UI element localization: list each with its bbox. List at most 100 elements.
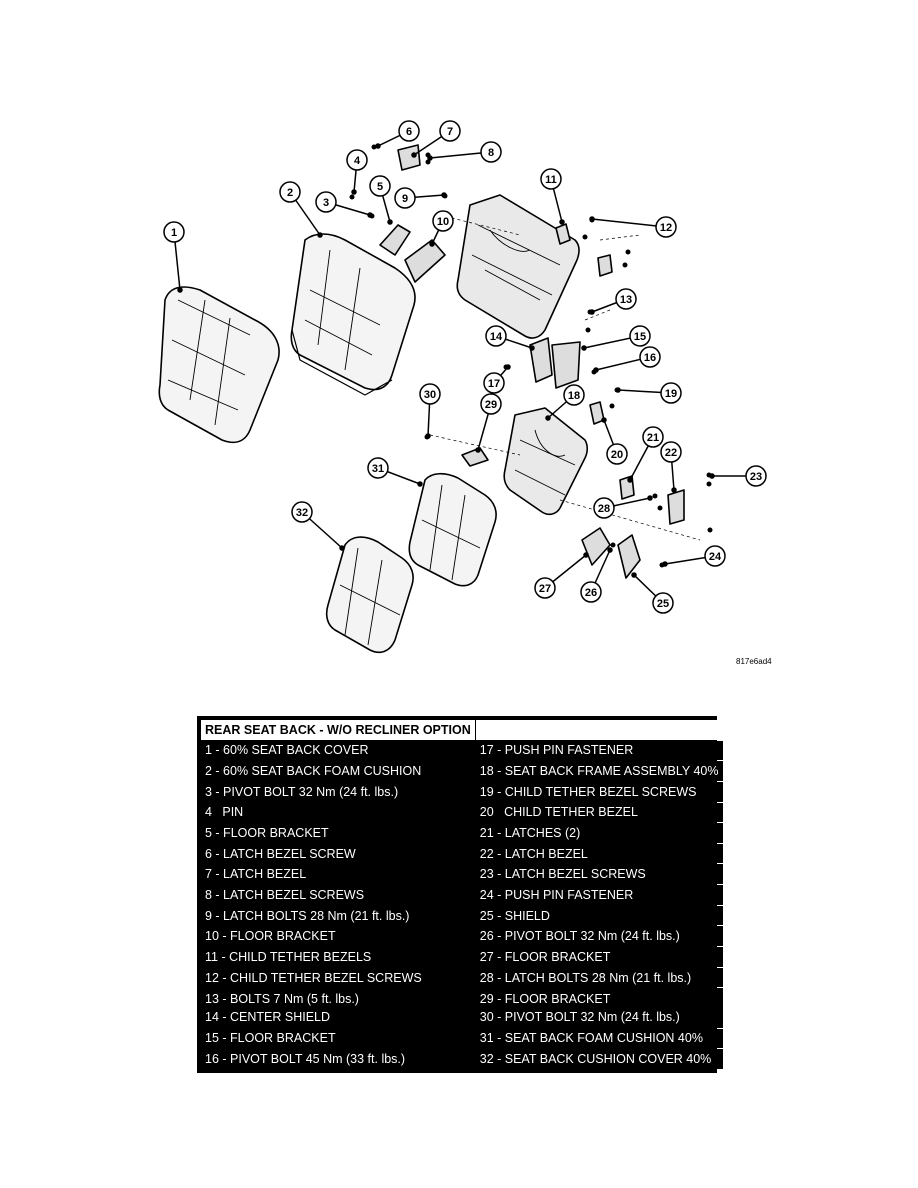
callout-arrowhead: [631, 572, 637, 578]
callout-bubble: [480, 141, 502, 163]
legend-item: 27 - FLOOR BRACKET: [479, 949, 611, 964]
callout-arrowhead: [441, 192, 447, 198]
callout-number: 9: [402, 193, 408, 205]
callout-arrowhead: [475, 447, 481, 453]
seat-back-cover-60: [158, 286, 280, 444]
callout-number: 24: [709, 551, 722, 563]
callout-number: 13: [620, 294, 632, 306]
callout-arrowhead: [429, 241, 435, 247]
callout-arrowhead: [662, 561, 668, 567]
callout-arrowhead: [387, 219, 393, 225]
legend-header-row: REAR SEAT BACK - W/O RECLINER OPTION: [201, 720, 723, 740]
legend-cell-left: 11 - CHILD TETHER BEZELS: [201, 947, 475, 967]
legend-item: 5 - FLOOR BRACKET: [205, 826, 329, 841]
legend-cell-right: 21 - LATCHES (2): [475, 823, 723, 843]
legend-row: 10 - FLOOR BRACKET 26 - PIVOT BOLT 32 Nm …: [201, 926, 723, 947]
legend-item: 26 - PIVOT BOLT 32 Nm (24 ft. lbs.): [479, 929, 680, 944]
callout-1: 1: [163, 221, 185, 293]
callout-bubble: [439, 120, 461, 142]
floor-bracket-29: [461, 447, 489, 467]
callout-12: 12: [589, 216, 677, 238]
seat-back-cushion-cover-40: [325, 536, 414, 654]
callout-3: 3: [315, 191, 373, 218]
legend-cell-left: 13 - BOLTS 7 Nm (5 ft. lbs.)14 - CENTER …: [201, 988, 475, 1028]
callout-bubble: [419, 383, 441, 405]
callout-bubble: [563, 384, 585, 406]
callout-arrowhead: [647, 495, 653, 501]
floor-bracket-5: [379, 224, 411, 256]
callout-arrowhead: [601, 417, 607, 423]
callout-number: 32: [296, 507, 308, 519]
callout-leader-line: [591, 218, 667, 228]
legend-cell-right: 24 - PUSH PIN FASTENER: [475, 885, 723, 905]
callout-bubble: [480, 393, 502, 415]
legend-cell-left: 15 - FLOOR BRACKET: [201, 1028, 475, 1049]
callout-bubble: [704, 545, 726, 567]
child-tether-bezel-11: [555, 223, 571, 245]
callout-11: 11: [540, 168, 565, 225]
legend-row: 3 - PIVOT BOLT 32 Nm (24 ft. lbs.)19 - C…: [201, 781, 723, 802]
legend-item: 17 - PUSH PIN FASTENER: [479, 743, 634, 758]
callout-number: 28: [598, 503, 610, 515]
callout-18: 18: [545, 384, 585, 421]
callout-arrowhead: [581, 345, 587, 351]
legend-item: 11 - CHILD TETHER BEZELS: [205, 949, 372, 964]
legend-cell-left: 3 - PIVOT BOLT 32 Nm (24 ft. lbs.): [201, 781, 475, 802]
legend-item: 10 - FLOOR BRACKET: [205, 929, 336, 944]
callout-arrowhead: [607, 547, 613, 553]
legend-item: 16 - PIVOT BOLT 45 Nm (33 ft. lbs.): [205, 1052, 406, 1067]
legend-item: 22 - LATCH BEZEL: [479, 846, 588, 861]
callout-bubble: [367, 457, 389, 479]
parts-legend-table: REAR SEAT BACK - W/O RECLINER OPTION 1 -…: [200, 719, 724, 1070]
callout-arrowhead: [177, 287, 183, 293]
callout-bubble: [660, 382, 682, 404]
legend-title: REAR SEAT BACK - W/O RECLINER OPTION: [201, 720, 475, 740]
callout-bubble: [369, 175, 391, 197]
callout-bubble: [394, 187, 416, 209]
callout-bubble: [540, 168, 562, 190]
legend-item: 32 - SEAT BACK CUSHION COVER 40%: [479, 1052, 712, 1067]
legend-item: 18 - SEAT BACK FRAME ASSEMBLY 40%: [479, 764, 719, 779]
callout-arrowhead: [589, 309, 595, 315]
callout-20: 20: [601, 417, 628, 465]
callout-bubble: [655, 216, 677, 238]
callout-bubble: [279, 181, 301, 203]
legend-cell-right: 19 - CHILD TETHER BEZEL SCREWS: [475, 781, 723, 802]
parts-legend: REAR SEAT BACK - W/O RECLINER OPTION 1 -…: [197, 716, 723, 1073]
legend-cell-left: 1 - 60% SEAT BACK COVER: [201, 740, 475, 761]
callout-number: 16: [644, 352, 656, 364]
callout-number: 1: [171, 227, 177, 239]
callout-bubble: [606, 443, 628, 465]
callout-number: 14: [490, 331, 503, 343]
legend-item: 12 - CHILD TETHER BEZEL SCREWS: [205, 970, 422, 985]
callout-number: 12: [660, 222, 672, 234]
callout-16: 16: [593, 346, 661, 373]
callout-arrowhead: [367, 212, 373, 218]
seat-back-foam-cushion-60: [290, 233, 416, 396]
callout-19: 19: [615, 382, 682, 404]
legend-cell-left: 12 - CHILD TETHER BEZEL SCREWS: [201, 967, 475, 988]
callout-bubble: [346, 149, 368, 171]
latch-bezel-7: [397, 144, 421, 171]
callout-number: 3: [323, 197, 329, 209]
legend-item: 1 - 60% SEAT BACK COVER: [205, 743, 369, 758]
callout-bubble: [432, 210, 454, 232]
callout-arrowhead: [317, 232, 323, 238]
legend-row: 9 - LATCH BOLTS 28 Nm (21 ft. lbs.)25 - …: [201, 905, 723, 926]
callout-arrowhead: [593, 367, 599, 373]
callout-number: 25: [657, 598, 669, 610]
callout-number: 30: [424, 389, 436, 401]
legend-cell-left: 7 - LATCH BEZEL: [201, 864, 475, 885]
callout-arrowhead: [529, 345, 535, 351]
legend-item: 25 - SHIELD: [479, 908, 550, 923]
legend-item: 4 PIN: [205, 805, 244, 820]
callout-number: 23: [750, 471, 762, 483]
callout-15: 15: [581, 325, 651, 351]
legend-cell-right: 26 - PIVOT BOLT 32 Nm (24 ft. lbs.): [475, 926, 723, 947]
callout-9: 9: [394, 187, 447, 209]
